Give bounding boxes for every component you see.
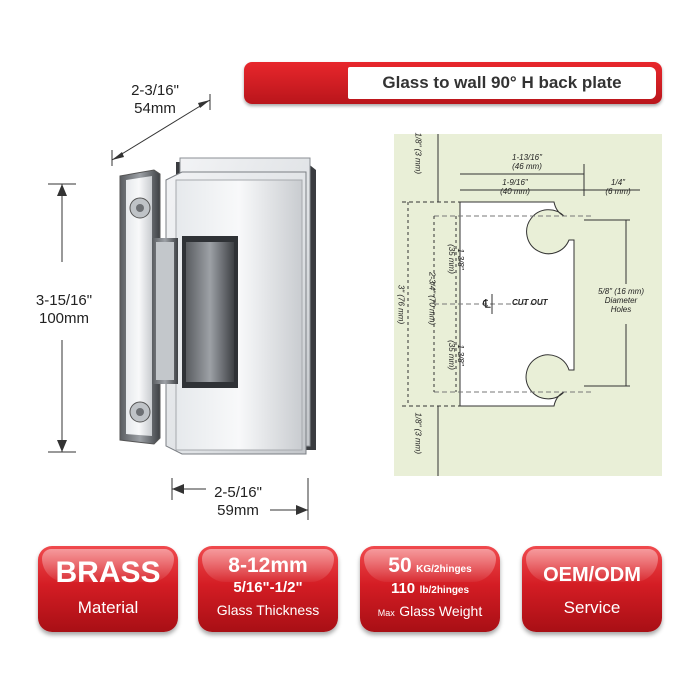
- cutout-label: CUT OUT: [512, 298, 548, 307]
- height-label: 3-15/16" 100mm: [35, 292, 93, 327]
- badge-glass-weight: 50 KG/2hinges 110 lb/2hinges Max Glass W…: [360, 546, 500, 632]
- depth-total-label: 1-13/16"(46 mm): [512, 153, 542, 171]
- page-title: Glass to wall 90° H back plate: [348, 67, 656, 99]
- badge-material-label: Material: [77, 598, 139, 617]
- badge-thickness-mm: 8-12mm: [228, 554, 308, 577]
- badge-weight-kg: 50 KG/2hinges: [388, 554, 472, 577]
- lower-spacing-label: 1-3/8"(35 mm): [447, 340, 465, 370]
- badge-weight-lb: 110 lb/2hinges: [390, 580, 470, 597]
- badge-service-value: OEM/ODM: [543, 564, 641, 586]
- badge-material: BRASS Material: [38, 546, 178, 632]
- badge-glass-thickness: 8-12mm 5/16"-1/2" Glass Thickness: [198, 546, 338, 632]
- badge-material-value: BRASS: [55, 556, 161, 589]
- hinge-image: [119, 157, 316, 455]
- top-width-label: 2-3/16" 54mm: [131, 82, 179, 117]
- hole-center-span-label: 2-3/4" (70 mm): [427, 271, 437, 326]
- centerline-symbol: ℄: [483, 297, 491, 311]
- badge-thickness-label: Glass Thickness: [216, 602, 320, 618]
- bottom-width-label: 2-5/16" 59mm: [214, 484, 262, 519]
- badge-thickness-in: 5/16"-1/2": [233, 579, 303, 596]
- depth-holes-label: 1-9/16"(40 mm): [500, 178, 530, 196]
- top-gap-label: 1/8" (3 mm): [413, 132, 423, 175]
- cutout-drawing: [402, 134, 662, 476]
- badge-service-label: Service: [563, 598, 621, 617]
- hinge-dimension-lines: [48, 94, 309, 520]
- overall-label: 3" (76 mm): [396, 284, 406, 325]
- hole-offset-label: 1/4"(6 mm): [605, 178, 631, 196]
- upper-spacing-label: 1-3/8"(35 mm): [447, 244, 465, 274]
- bottom-gap-label: 1/8" (3 mm): [413, 412, 423, 455]
- badge-weight-label: Max Glass Weight: [377, 603, 483, 619]
- badge-service: OEM/ODM Service: [522, 546, 662, 632]
